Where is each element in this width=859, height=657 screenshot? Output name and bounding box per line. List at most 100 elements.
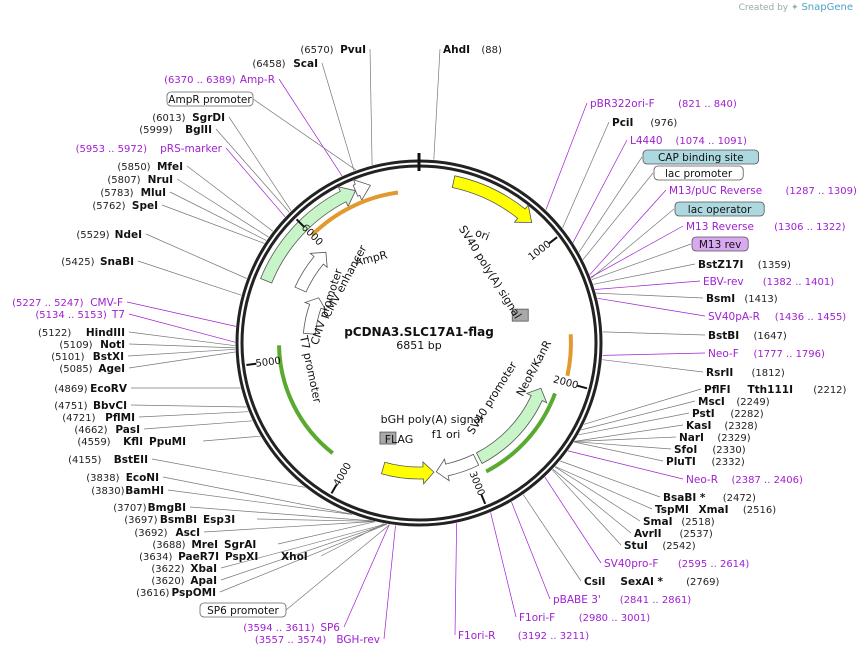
- leader-line: [151, 458, 305, 488]
- feature-arrow: [294, 251, 328, 293]
- feature-arrow: [381, 460, 435, 485]
- enzyme-label: PciI: [612, 117, 633, 129]
- position-label: (3192 .. 3211): [518, 631, 590, 642]
- tick-mark: [548, 236, 558, 245]
- leader-line: [203, 521, 375, 533]
- leader-line: [145, 233, 247, 279]
- leader-line: [597, 297, 706, 317]
- leader-line: [128, 313, 236, 343]
- leader-line: [225, 147, 286, 218]
- enzyme-label: XbaI: [190, 563, 217, 575]
- position-label: (1777 .. 1796): [754, 349, 826, 360]
- enzyme-label: MreI: [191, 539, 218, 551]
- position-label: (2516): [743, 505, 776, 516]
- position-label: (2387 .. 2406): [732, 475, 804, 486]
- position-label: (5109): [59, 340, 92, 351]
- leader-line: [602, 331, 706, 336]
- leader-line: [589, 189, 667, 275]
- position-label: (5529): [76, 230, 109, 241]
- position-label: (5085): [59, 364, 92, 375]
- position-label: (4751): [54, 401, 87, 412]
- leader-line: [574, 436, 677, 442]
- leader-line: [522, 494, 582, 582]
- enzyme-label: SnaBI: [100, 256, 134, 268]
- enzyme-label-extra: Esp3I: [203, 514, 235, 526]
- leader-line: [554, 466, 641, 522]
- leader-line: [252, 98, 357, 171]
- enzyme-label-extra: XmaI: [699, 504, 729, 516]
- leader-line: [602, 352, 706, 356]
- tick-mark: [577, 384, 588, 390]
- primer-label: F1ori-R: [458, 630, 495, 642]
- enzyme-label: PasI: [115, 424, 140, 436]
- leader-line: [137, 260, 242, 296]
- leader-line: [578, 156, 643, 253]
- leader-line: [574, 441, 672, 450]
- plasmid-size: 6851 bp: [396, 339, 441, 352]
- position-label: (6570): [300, 45, 333, 56]
- leader-line: [162, 476, 352, 515]
- credit-brand: SnapGene: [801, 2, 853, 13]
- enzyme-label: SfoI: [674, 444, 697, 456]
- position-label: (2841 .. 2861): [620, 595, 692, 606]
- leader-line: [555, 466, 653, 510]
- position-label: (3620): [151, 576, 184, 587]
- enzyme-label: NarI: [679, 432, 704, 444]
- tick-label: 3000: [466, 470, 486, 498]
- primer-label: Neo-F: [708, 348, 739, 360]
- leader-line: [126, 301, 236, 327]
- position-label: (2330): [712, 445, 745, 456]
- position-label: (3616): [136, 588, 169, 599]
- enzyme-label: BglII: [185, 124, 212, 136]
- enzyme-label: PluTI: [666, 456, 696, 468]
- enzyme-label: StuI: [624, 540, 648, 552]
- enzyme-label-extra: SgrAI: [224, 539, 256, 551]
- position-label: (5101): [51, 352, 84, 363]
- primer-label: Amp-R: [240, 74, 275, 86]
- feature-box-label: lac operator: [688, 204, 752, 216]
- enzyme-label: PstI: [692, 408, 715, 420]
- position-label: (3838): [86, 473, 119, 484]
- position-label: (1647): [754, 331, 787, 342]
- position-label: (3830): [91, 486, 124, 497]
- leader-line: [127, 348, 236, 357]
- position-label: (3634): [139, 552, 172, 563]
- leader-line: [189, 506, 373, 522]
- enzyme-label: EcoNI: [126, 472, 159, 484]
- feature-arrows: [260, 175, 573, 485]
- leader-line: [560, 460, 661, 498]
- enzyme-label: MfeI: [157, 161, 183, 173]
- enzyme-label: CsiI: [584, 576, 605, 588]
- position-label: (2332): [712, 457, 745, 468]
- enzyme-label: RsrII: [706, 367, 733, 379]
- enzyme-label-extra: SexAI *: [620, 576, 663, 588]
- leader-line: [596, 292, 704, 299]
- primer-label: SP6: [320, 622, 340, 634]
- leader-line: [169, 191, 267, 241]
- leader-line: [591, 243, 692, 281]
- position-label: (2212): [813, 385, 846, 396]
- primer-arc: [310, 190, 399, 237]
- feature-label: FLAG: [385, 433, 414, 446]
- position-label: (6370 .. 6389): [164, 75, 236, 86]
- site-labels: PvuI(6570)ScaI(6458)Amp-R(6370 .. 6389)A…: [12, 44, 857, 646]
- enzyme-label: BsmI: [706, 293, 735, 305]
- enzyme-label: BstBI: [708, 330, 739, 342]
- leader-line: [167, 489, 353, 515]
- leader-line: [256, 518, 374, 522]
- leader-line: [130, 404, 247, 408]
- enzyme-label: AgeI: [98, 363, 125, 375]
- enzyme-label-extra: Tth111I: [748, 384, 793, 396]
- leader-line: [369, 48, 373, 166]
- feature-label: ori: [473, 226, 491, 243]
- position-label: (2282): [730, 409, 763, 420]
- enzyme-label: BbvCI: [93, 400, 127, 412]
- position-label: (3697): [124, 515, 157, 526]
- feature-arrow: [475, 387, 548, 465]
- enzyme-label: SmaI: [643, 516, 673, 528]
- enzyme-label: PflFI: [704, 384, 731, 396]
- feature-label: f1 ori: [432, 428, 461, 441]
- position-label: (5762): [92, 201, 125, 212]
- position-label: (1359): [758, 260, 791, 271]
- leader-line: [602, 359, 704, 373]
